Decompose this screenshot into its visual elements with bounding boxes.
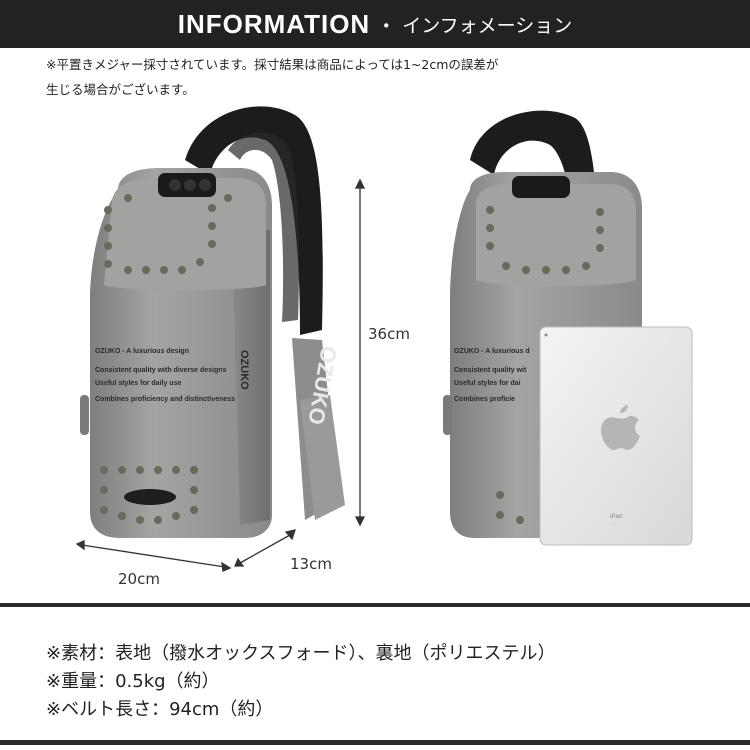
spec-list: ※素材：表地（撥水オックスフォード）、裏地（ポリエステル） ※重量：0.5kg（… [46,640,556,724]
divider-top [0,603,750,607]
top-studs [104,194,232,274]
page-header: INFORMATION ・ インフォメーション [0,0,750,48]
bottom-studs [100,466,198,524]
height-label: 36cm [368,325,410,343]
width-label: 20cm [118,570,160,588]
dimension-arrows [75,178,366,572]
spec-belt-length: ※ベルト長さ：94cm（約） [46,699,274,720]
svg-text:Useful styles for dai: Useful styles for dai [454,380,521,387]
header-separator: ・ [376,13,397,38]
bag-print-line-2: Consistent quality with diverse designs [95,367,227,374]
header-title-en: INFORMATION [177,8,371,39]
bag-front-view: OZUKO OZUKO - A luxurious design Consist… [80,106,345,538]
bag-print-line-1: OZUKO - A luxurious design [95,348,189,355]
spec-material: ※素材：表地（撥水オックスフォード）、裏地（ポリエステル） [46,643,556,664]
spec-weight: ※重量：0.5kg（約） [46,671,220,692]
bag-print-line-4: Combines proficiency and distinctiveness [95,396,235,403]
bag-side-logo: OZUKO [238,350,250,390]
bag-size-comparison-view: OZUKO - A luxurious d Consistent quality… [443,110,693,546]
bag-print-line-3: Useful styles for daily use [95,380,181,387]
bag-side-panel [232,230,270,525]
svg-text:· · · ·: · · · · [612,522,621,527]
ipad-model-label: iPad [610,514,622,520]
svg-text:OZUKO - A luxurious d: OZUKO - A luxurious d [454,348,530,355]
measurement-note: ※平置きメジャー採寸されています。採寸結果は商品によっては1~2cmの誤差が 生… [46,52,606,102]
divider-bottom [0,740,750,745]
note-line-1: ※平置きメジャー採寸されています。採寸結果は商品によっては1~2cmの誤差が [46,57,499,72]
apple-logo-icon [601,405,640,450]
depth-label: 13cm [290,555,332,573]
usb-port [80,395,89,435]
product-illustration: OZUKO OZUKO - A luxurious design Consist… [75,106,693,572]
note-line-2: 生じる場合がございます。 [46,82,195,97]
svg-text:Consistent quality wit: Consistent quality wit [454,367,527,374]
bottom-vent [124,489,176,505]
bag-top-flap [104,178,266,291]
header-title-jp: インフォメーション [402,14,573,37]
svg-text:Combines proficie: Combines proficie [454,396,515,403]
